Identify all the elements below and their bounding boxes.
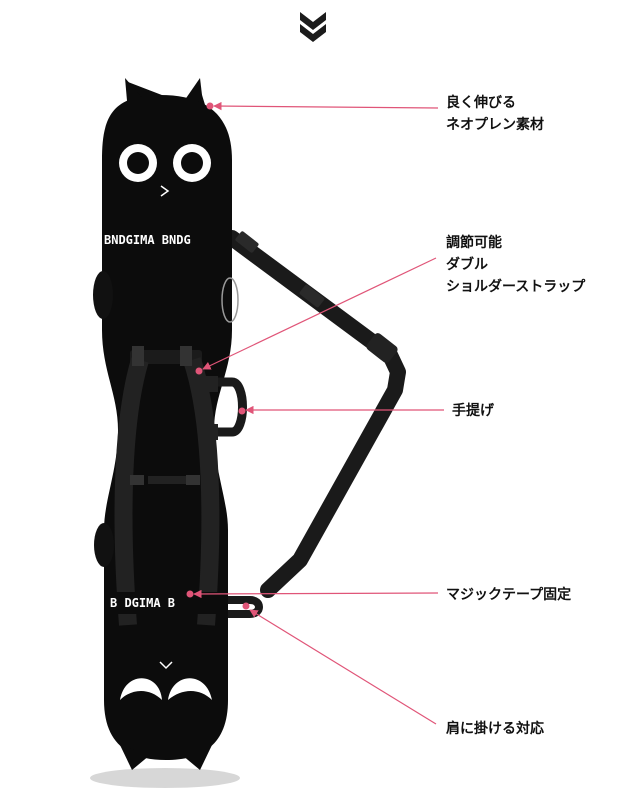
callout-strap-line1: 調節可能 [446,235,502,251]
brand-print-bottom: B DGIMA B [110,596,175,610]
callout-neoprene-line1: 良く伸びる [446,95,516,111]
floor-shadow [90,768,240,788]
callout-shoulder-line1: 肩に掛ける対応 [446,721,544,737]
callout-velcro: マジックテープ固定 [446,584,571,606]
callout-shoulder: 肩に掛ける対応 [446,718,544,740]
callout-strap-line3: ショルダーストラップ [446,279,586,295]
callout-handle: 手提げ [452,400,494,422]
double-chevron-down-icon [300,12,326,42]
callout-velcro-line1: マジックテープ固定 [446,587,572,603]
shoulder-strap [224,230,406,598]
callout-strap-line2: ダブル [446,257,488,273]
callout-neoprene-line2: ネオプレン素材 [446,117,544,133]
callout-strap: 調節可能 ダブル ショルダーストラップ [446,232,585,298]
brand-print-top: BNDGIMA BNDG [104,233,191,247]
snowboard-bag: BNDGIMA BNDG B DGIMA B [93,78,263,770]
callout-neoprene: 良く伸びる ネオプレン素材 [446,92,544,136]
callout-handle-line1: 手提げ [452,403,494,419]
callout-pointers [186,101,444,725]
